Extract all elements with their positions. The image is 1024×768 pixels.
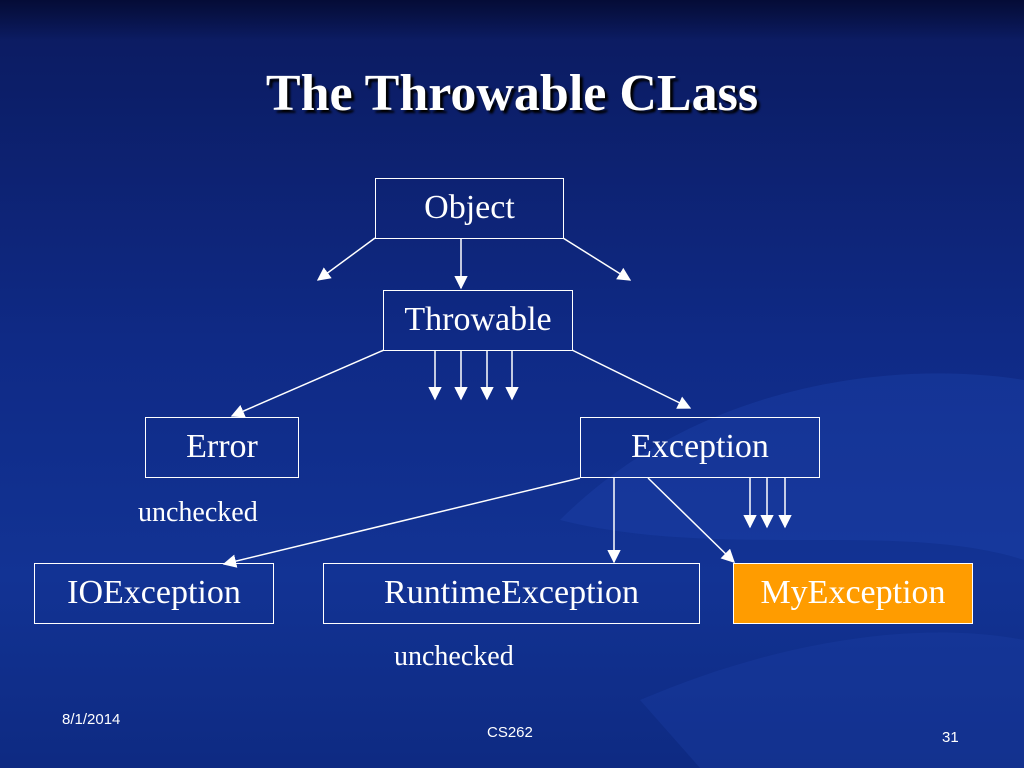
arrow-exception-ioexception bbox=[222, 477, 581, 568]
node-ioexception: IOException bbox=[34, 563, 274, 624]
footer-date: 8/1/2014 bbox=[62, 711, 121, 728]
arrow-object-left bbox=[316, 237, 376, 281]
node-myexception: MyException bbox=[733, 563, 973, 624]
error-unchecked-note: unchecked bbox=[138, 497, 258, 528]
runtime-unchecked-note: unchecked bbox=[394, 641, 514, 672]
page-number: 31 bbox=[942, 729, 959, 746]
node-object: Object bbox=[375, 178, 564, 239]
footer-course: CS262 bbox=[487, 724, 533, 741]
arrow-exception-myexception bbox=[647, 477, 735, 563]
page-title: The Throwable CLass bbox=[265, 65, 759, 122]
node-throwable: Throwable bbox=[383, 290, 573, 351]
node-exception: Exception bbox=[580, 417, 820, 478]
arrow-throwable-exception bbox=[571, 349, 692, 409]
node-runtimeexception: RuntimeException bbox=[323, 563, 700, 624]
arrow-throwable-error bbox=[230, 349, 385, 418]
node-error: Error bbox=[145, 417, 299, 478]
arrow-object-right bbox=[562, 237, 632, 281]
